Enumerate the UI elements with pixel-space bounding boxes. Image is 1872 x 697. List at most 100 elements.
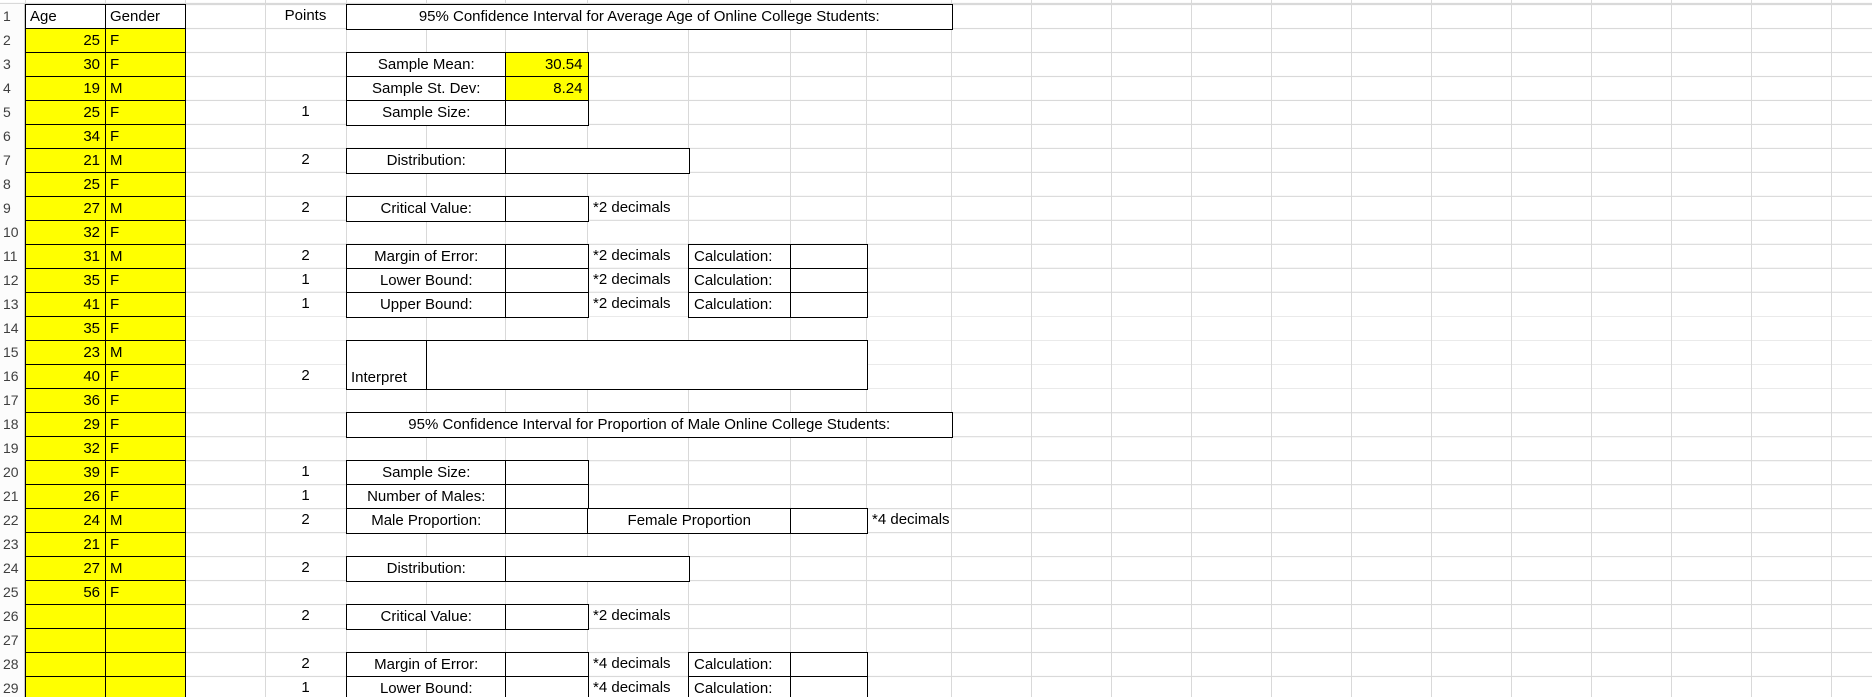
row-header-9[interactable]: 9 bbox=[0, 196, 25, 221]
age-cell[interactable]: 25 bbox=[25, 28, 106, 53]
prop-critical-value-input[interactable] bbox=[505, 604, 589, 630]
prop-num-males-input[interactable] bbox=[505, 484, 589, 510]
age-cell[interactable]: 39 bbox=[25, 460, 106, 485]
gender-cell[interactable] bbox=[105, 676, 186, 697]
prop-margin-input[interactable] bbox=[505, 652, 589, 678]
age-cell[interactable]: 24 bbox=[25, 508, 106, 533]
row-header-4[interactable]: 4 bbox=[0, 76, 25, 101]
prop-margin-calc-input[interactable] bbox=[790, 652, 868, 678]
gender-cell[interactable]: F bbox=[105, 484, 186, 509]
gender-cell[interactable]: F bbox=[105, 388, 186, 413]
gender-cell[interactable]: M bbox=[105, 508, 186, 533]
age-cell[interactable] bbox=[25, 652, 106, 677]
age-cell[interactable]: 35 bbox=[25, 316, 106, 341]
row-header-10[interactable]: 10 bbox=[0, 220, 25, 245]
age-cell[interactable]: 34 bbox=[25, 124, 106, 149]
gender-cell[interactable]: M bbox=[105, 340, 186, 365]
row-header-27[interactable]: 27 bbox=[0, 628, 25, 653]
gender-cell[interactable]: F bbox=[105, 124, 186, 149]
mean-lower-input[interactable] bbox=[505, 268, 589, 294]
mean-margin-calc-input[interactable] bbox=[790, 244, 868, 270]
interpret-input[interactable] bbox=[426, 340, 868, 390]
age-cell[interactable]: 32 bbox=[25, 436, 106, 461]
row-header-21[interactable]: 21 bbox=[0, 484, 25, 509]
prop-sample-size-input[interactable] bbox=[505, 460, 589, 486]
gender-cell[interactable]: M bbox=[105, 196, 186, 221]
gender-cell[interactable]: F bbox=[105, 220, 186, 245]
age-cell[interactable]: 30 bbox=[25, 52, 106, 77]
row-header-8[interactable]: 8 bbox=[0, 172, 25, 197]
age-cell[interactable]: 27 bbox=[25, 196, 106, 221]
row-header-23[interactable]: 23 bbox=[0, 532, 25, 557]
row-header-2[interactable]: 2 bbox=[0, 28, 25, 53]
mean-distribution-input[interactable] bbox=[505, 148, 690, 174]
prop-lower-input[interactable] bbox=[505, 676, 589, 697]
gender-cell[interactable]: F bbox=[105, 292, 186, 317]
mean-lower-calc-input[interactable] bbox=[790, 268, 868, 294]
gender-cell[interactable]: F bbox=[105, 268, 186, 293]
mean-upper-calc-input[interactable] bbox=[790, 292, 868, 318]
age-cell[interactable]: 19 bbox=[25, 76, 106, 101]
gender-cell[interactable]: F bbox=[105, 436, 186, 461]
row-header-29[interactable]: 29 bbox=[0, 676, 25, 697]
gender-cell[interactable] bbox=[105, 652, 186, 677]
female-proportion-input[interactable] bbox=[790, 508, 868, 534]
age-cell[interactable]: 26 bbox=[25, 484, 106, 509]
age-cell[interactable]: 40 bbox=[25, 364, 106, 389]
row-header-15[interactable]: 15 bbox=[0, 340, 25, 365]
row-header-6[interactable]: 6 bbox=[0, 124, 25, 149]
gender-cell[interactable] bbox=[105, 628, 186, 653]
age-cell[interactable]: 31 bbox=[25, 244, 106, 269]
row-header-11[interactable]: 11 bbox=[0, 244, 25, 269]
row-header-7[interactable]: 7 bbox=[0, 148, 25, 173]
row-header-24[interactable]: 24 bbox=[0, 556, 25, 581]
row-header-16[interactable]: 16 bbox=[0, 364, 25, 389]
sample-stdev-value[interactable]: 8.24 bbox=[505, 76, 589, 102]
gender-cell[interactable]: F bbox=[105, 532, 186, 557]
mean-critical-value-input[interactable] bbox=[505, 196, 589, 222]
gender-cell[interactable]: F bbox=[105, 316, 186, 341]
age-cell[interactable]: 36 bbox=[25, 388, 106, 413]
row-header-5[interactable]: 5 bbox=[0, 100, 25, 125]
age-cell[interactable]: 27 bbox=[25, 556, 106, 581]
age-cell[interactable]: 56 bbox=[25, 580, 106, 605]
mean-margin-input[interactable] bbox=[505, 244, 589, 270]
gender-cell[interactable]: F bbox=[105, 28, 186, 53]
gender-cell[interactable]: M bbox=[105, 76, 186, 101]
age-cell[interactable] bbox=[25, 628, 106, 653]
gender-cell[interactable]: F bbox=[105, 460, 186, 485]
age-cell[interactable]: 35 bbox=[25, 268, 106, 293]
gender-cell[interactable]: M bbox=[105, 244, 186, 269]
age-cell[interactable] bbox=[25, 604, 106, 629]
age-cell[interactable]: 41 bbox=[25, 292, 106, 317]
row-header-26[interactable]: 26 bbox=[0, 604, 25, 629]
row-header-1[interactable]: 1 bbox=[0, 4, 25, 29]
gender-cell[interactable]: F bbox=[105, 52, 186, 77]
gender-cell[interactable]: F bbox=[105, 580, 186, 605]
gender-cell[interactable]: F bbox=[105, 172, 186, 197]
gender-cell[interactable]: F bbox=[105, 364, 186, 389]
gender-cell[interactable]: M bbox=[105, 556, 186, 581]
age-cell[interactable]: 32 bbox=[25, 220, 106, 245]
row-header-3[interactable]: 3 bbox=[0, 52, 25, 77]
row-header-20[interactable]: 20 bbox=[0, 460, 25, 485]
gender-cell[interactable]: M bbox=[105, 148, 186, 173]
sample-mean-value[interactable]: 30.54 bbox=[505, 52, 589, 78]
mean-sample-size-input[interactable] bbox=[505, 100, 589, 126]
gender-cell[interactable]: F bbox=[105, 100, 186, 125]
row-header-14[interactable]: 14 bbox=[0, 316, 25, 341]
age-cell[interactable]: 21 bbox=[25, 532, 106, 557]
row-header-17[interactable]: 17 bbox=[0, 388, 25, 413]
mean-upper-input[interactable] bbox=[505, 292, 589, 318]
row-header-22[interactable]: 22 bbox=[0, 508, 25, 533]
age-cell[interactable]: 25 bbox=[25, 172, 106, 197]
gender-cell[interactable]: F bbox=[105, 412, 186, 437]
age-cell[interactable]: 23 bbox=[25, 340, 106, 365]
prop-male-proportion-input[interactable] bbox=[505, 508, 589, 534]
age-cell[interactable]: 29 bbox=[25, 412, 106, 437]
row-header-25[interactable]: 25 bbox=[0, 580, 25, 605]
row-header-13[interactable]: 13 bbox=[0, 292, 25, 317]
age-cell[interactable]: 21 bbox=[25, 148, 106, 173]
row-header-28[interactable]: 28 bbox=[0, 652, 25, 677]
age-cell[interactable] bbox=[25, 676, 106, 697]
